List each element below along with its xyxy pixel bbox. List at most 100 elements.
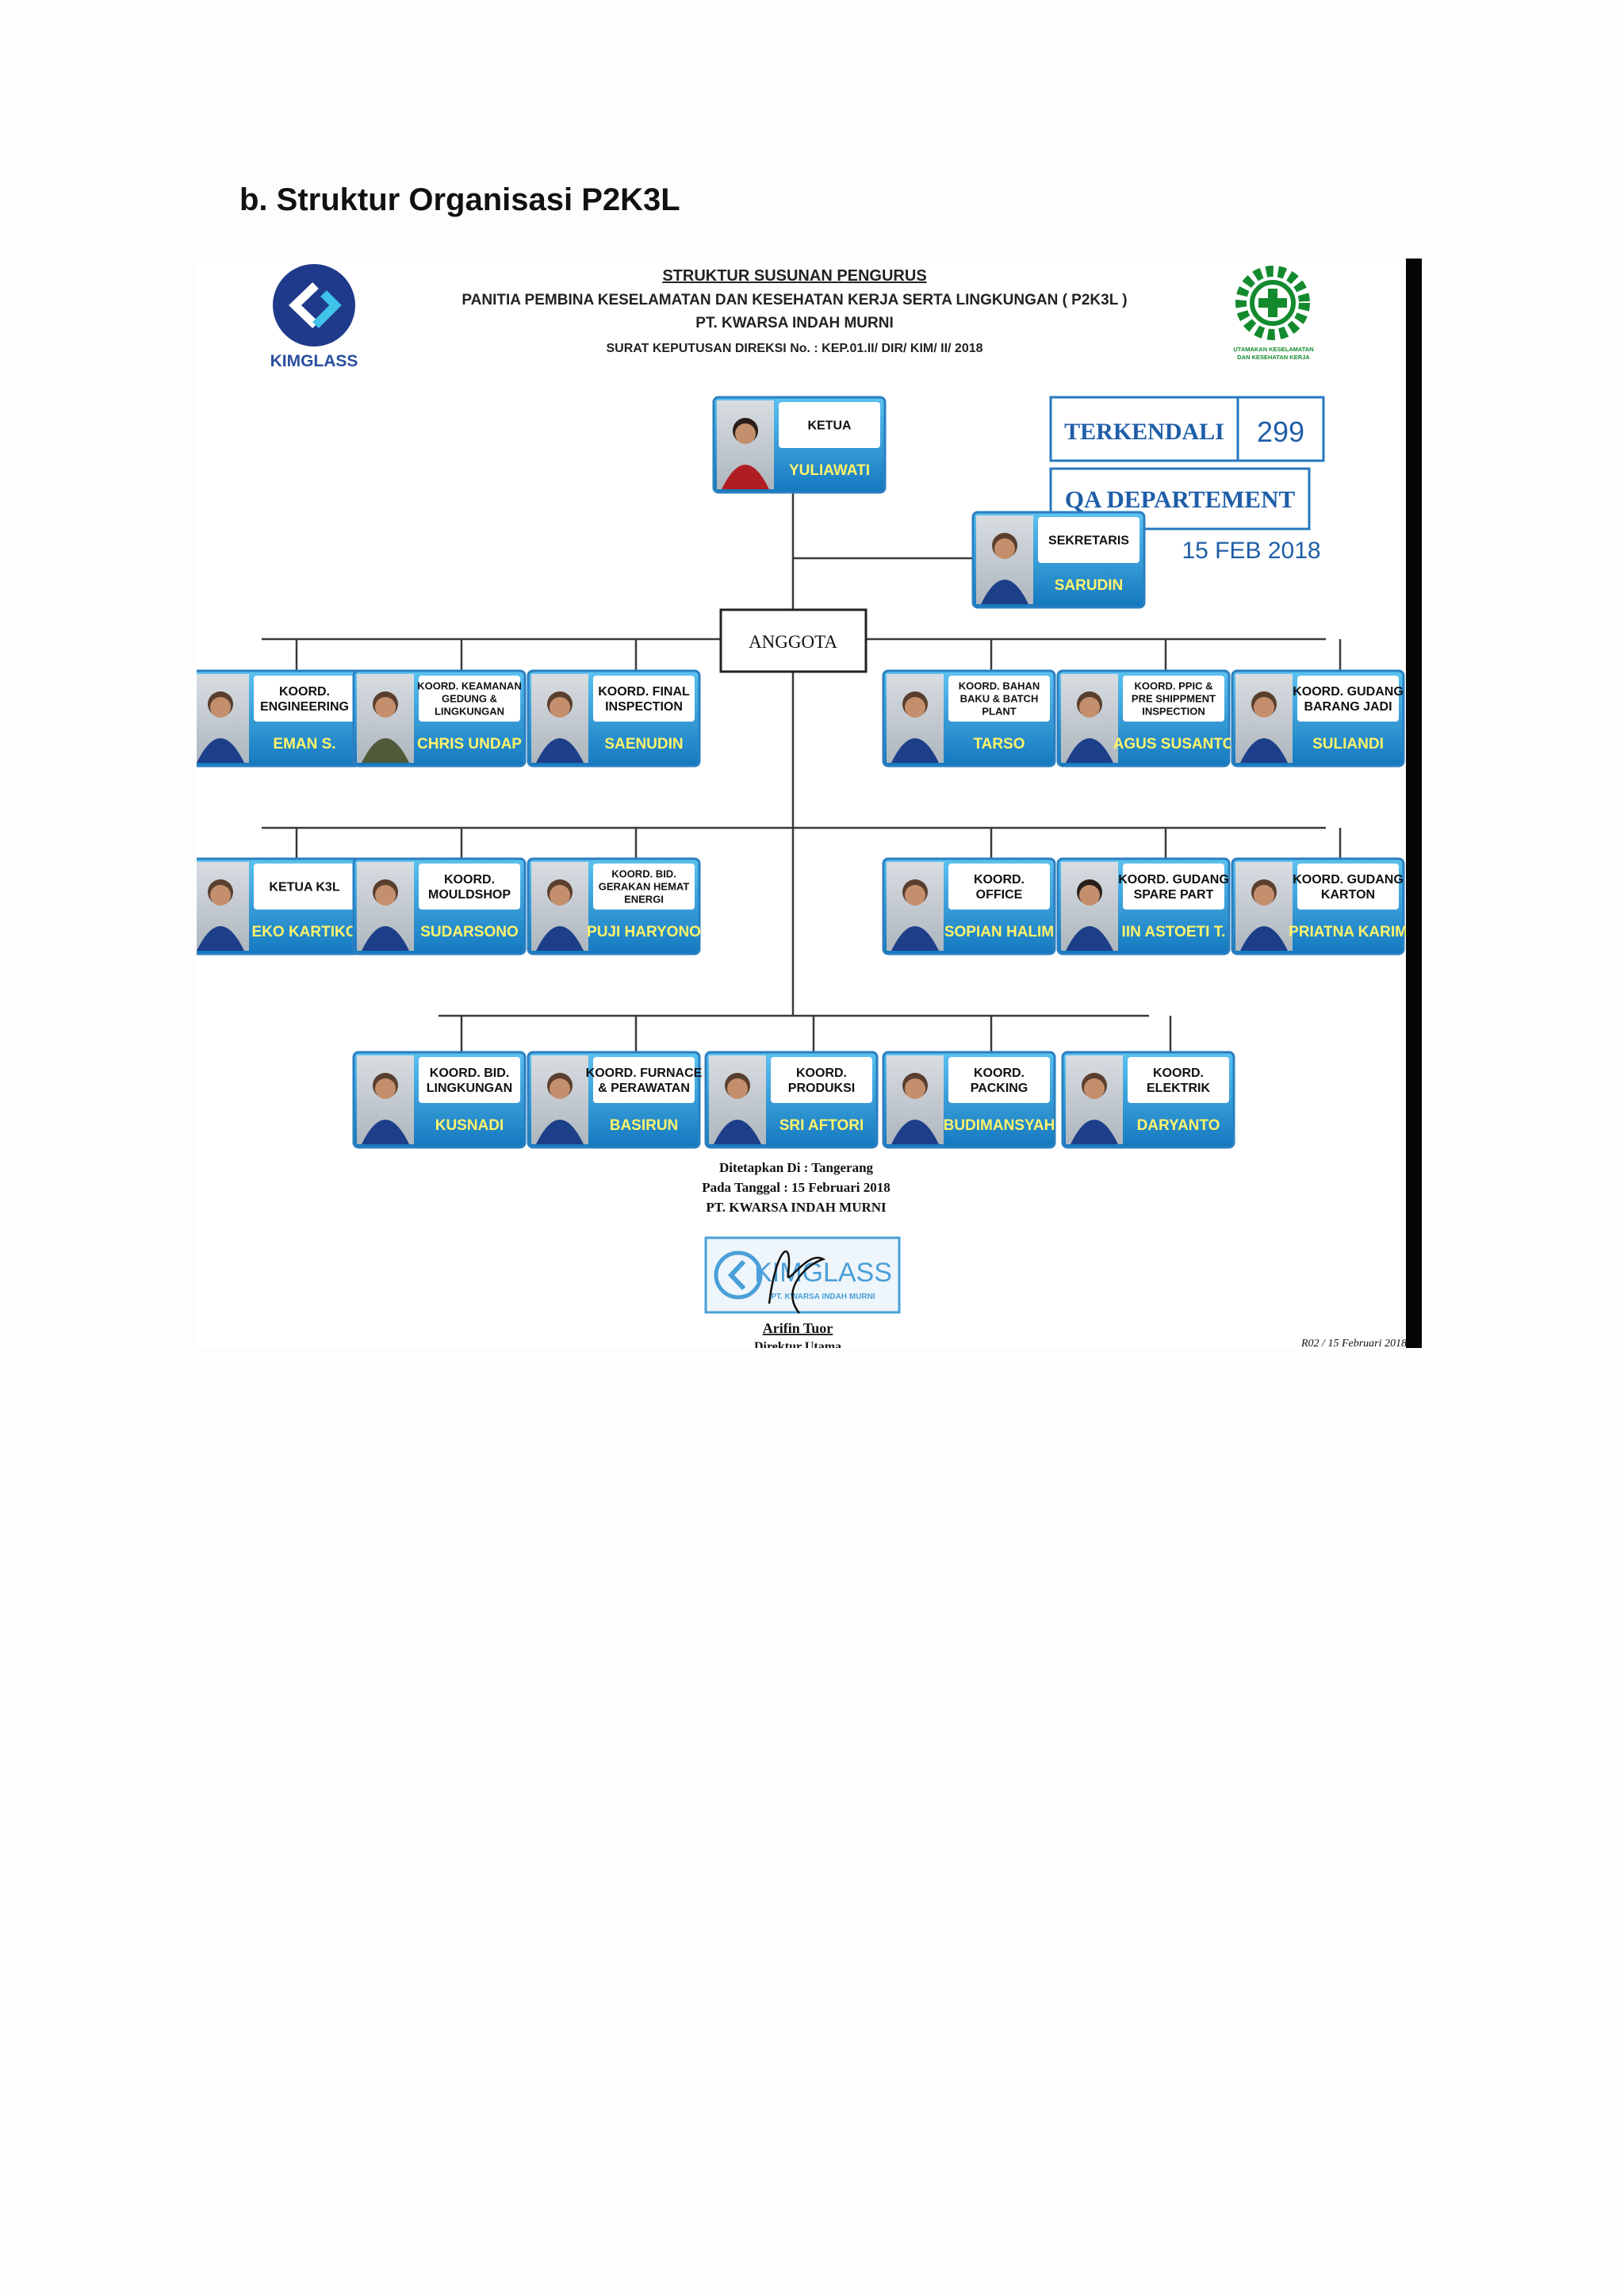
role-text: BARANG JADI xyxy=(1304,700,1392,714)
person-face-icon xyxy=(1254,697,1274,718)
role-text: KOORD. BAHAN xyxy=(959,680,1040,692)
member-name: PRIATNA KARIM xyxy=(1289,924,1408,940)
person-face-icon xyxy=(375,885,396,906)
role-label-box xyxy=(593,1057,695,1103)
role-text: KOORD. xyxy=(974,873,1025,887)
role-text: LINGKUNGAN xyxy=(435,706,504,718)
role-text: PRODUKSI xyxy=(788,1082,855,1095)
role-text: KOORD. FURNACE xyxy=(586,1067,703,1080)
member-name: PUJI HARYONO xyxy=(587,924,701,940)
member-name: BASIRUN xyxy=(610,1117,679,1134)
role-label-box xyxy=(419,676,520,722)
member-card-c1: KOORD.ENGINEERING EMAN S. xyxy=(197,669,362,768)
role-label-box xyxy=(1123,676,1224,722)
role-label-box xyxy=(948,676,1050,722)
person-shirt-icon xyxy=(197,926,244,951)
member-name: SULIANDI xyxy=(1312,736,1384,753)
role-text: SEKRETARIS xyxy=(1048,534,1129,548)
person-face-icon xyxy=(375,1078,396,1099)
anggota-box: ANGGOTA xyxy=(719,608,868,673)
person-face-icon xyxy=(735,423,756,444)
member-name: SRI AFTORI xyxy=(779,1117,864,1134)
role-label-box xyxy=(948,864,1050,910)
member-name: SARUDIN xyxy=(1055,577,1124,594)
role-text: KETUA K3L xyxy=(269,881,339,894)
person-shirt-icon xyxy=(362,1120,409,1144)
member-card-sekretaris: SEKRETARIS SARUDIN xyxy=(971,511,1146,609)
member-name: KUSNADI xyxy=(435,1117,504,1134)
role-label-box xyxy=(1128,1057,1229,1103)
person-shirt-icon xyxy=(722,465,769,489)
role-text: INSPECTION xyxy=(1142,706,1205,718)
role-text: KOORD. xyxy=(1153,1067,1204,1080)
person-shirt-icon xyxy=(891,926,939,951)
person-shirt-icon xyxy=(1240,926,1288,951)
role-text: ENERGI xyxy=(624,894,664,906)
role-label-box xyxy=(1297,676,1399,722)
connector-lines xyxy=(262,493,1342,1052)
person-face-icon xyxy=(210,697,231,718)
person-shirt-icon xyxy=(1066,926,1113,951)
person-shirt-icon xyxy=(891,1120,939,1144)
role-label-box xyxy=(419,1057,520,1103)
role-text: KOORD. GUDANG xyxy=(1118,873,1229,887)
member-card-ketua: KETUA YULIAWATI xyxy=(712,396,887,494)
member-cards: KETUAYULIAWATISEKRETARISSARUDINKOORD.ENG… xyxy=(197,396,1408,1149)
person-face-icon xyxy=(375,697,396,718)
role-text: KOORD. xyxy=(444,873,495,887)
signer-title: Direktur Utama xyxy=(754,1340,841,1348)
stamp-department: QA DEPARTEMENT xyxy=(1065,485,1296,513)
role-text: KETUA xyxy=(807,419,852,433)
role-text: KOORD. PPIC & xyxy=(1135,680,1213,692)
person-face-icon xyxy=(550,1078,570,1099)
person-face-icon xyxy=(1084,1078,1105,1099)
person-shirt-icon xyxy=(197,738,244,763)
role-text: KOORD. xyxy=(279,685,330,699)
role-text: GEDUNG & xyxy=(442,693,497,705)
role-label-box xyxy=(1038,517,1139,563)
role-text: ENGINEERING xyxy=(260,700,349,714)
role-text: BAKU & BATCH xyxy=(960,693,1039,705)
company-stamp: KIMGLASS PT. KWARSA INDAH MURNI xyxy=(704,1236,901,1314)
person-shirt-icon xyxy=(362,738,409,763)
role-text: PLANT xyxy=(982,706,1016,718)
person-shirt-icon xyxy=(536,1120,584,1144)
member-name: YULIAWATI xyxy=(789,462,870,479)
person-shirt-icon xyxy=(536,926,584,951)
role-label-box xyxy=(254,676,355,722)
logo-text: KIMGLASS xyxy=(270,352,358,370)
role-text: OFFICE xyxy=(976,888,1023,902)
page-heading: b. Struktur Organisasi P2K3L xyxy=(239,182,680,217)
role-text: PRE SHIPPMENT xyxy=(1132,693,1216,705)
role-label-box xyxy=(1297,864,1399,910)
role-label-box xyxy=(419,864,520,910)
role-label-box xyxy=(254,864,355,910)
footer-company: PT. KWARSA INDAH MURNI xyxy=(706,1200,887,1215)
member-name: AGUS SUSANTO xyxy=(1113,736,1235,753)
role-label-box xyxy=(1123,864,1224,910)
role-text: KOORD. GUDANG xyxy=(1293,873,1404,887)
role-text: KOORD. BID. xyxy=(611,868,676,880)
person-shirt-icon xyxy=(981,580,1028,604)
role-label-box xyxy=(948,1057,1050,1103)
person-shirt-icon xyxy=(1240,738,1288,763)
company-name: PT. KWARSA INDAH MURNI xyxy=(695,315,893,331)
role-label-box xyxy=(771,1057,872,1103)
role-text: KOORD. GUDANG xyxy=(1293,685,1404,699)
person-face-icon xyxy=(905,885,925,906)
member-card-d1: KETUA K3L EKO KARTIKO xyxy=(197,857,362,956)
footer-location: Ditetapkan Di : Tangerang xyxy=(719,1160,874,1175)
member-name: EMAN S. xyxy=(273,736,335,753)
person-shirt-icon xyxy=(714,1120,761,1144)
role-text: KOORD. xyxy=(974,1067,1025,1080)
member-name: EKO KARTIKO xyxy=(252,924,358,940)
